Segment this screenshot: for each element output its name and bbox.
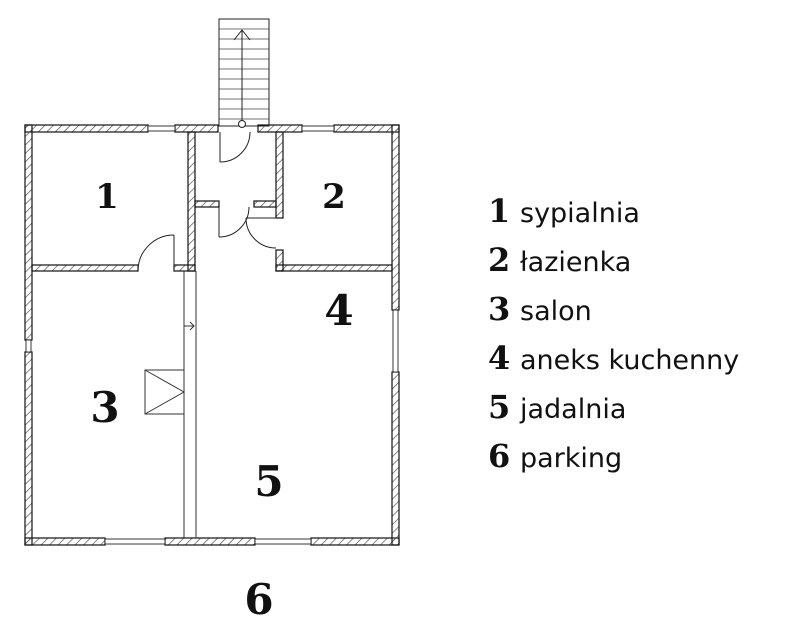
legend-item: 4 aneks kuchenny	[488, 339, 739, 388]
legend-number: 5	[488, 388, 511, 426]
room-number-3: 3	[90, 383, 119, 432]
legend-label: salon	[520, 296, 592, 327]
step-line	[183, 271, 197, 538]
legend-label: parking	[520, 443, 623, 474]
interior-walls	[31, 131, 393, 272]
legend-number: 6	[488, 437, 511, 475]
legend-label: sypialnia	[520, 198, 640, 229]
legend-label: aneks kuchenny	[520, 345, 740, 376]
room-legend: 1 sypialnia 2 łazienka 3 salon 4 aneks kuche…	[488, 192, 739, 486]
room-number-5: 5	[254, 457, 283, 506]
legend-label: jadalnia	[520, 394, 627, 425]
room-number-2: 2	[322, 177, 346, 217]
legend-label: łazienka	[520, 247, 632, 278]
legend-number: 4	[488, 339, 511, 377]
legend-item: 3 salon	[488, 290, 739, 339]
legend-number: 1	[488, 192, 511, 230]
legend-item: 2 łazienka	[488, 241, 739, 290]
doors	[137, 131, 277, 272]
legend-number: 2	[488, 241, 511, 279]
legend-item: 5 jadalnia	[488, 388, 739, 437]
legend-item: 1 sypialnia	[488, 192, 739, 241]
staircase	[218, 18, 270, 128]
room-number-1: 1	[95, 177, 119, 217]
windows	[25, 125, 399, 545]
legend-number: 3	[488, 290, 511, 328]
room-number-6: 6	[244, 575, 273, 624]
legend-item: 6 parking	[488, 437, 739, 486]
exterior-walls	[24, 124, 400, 546]
fireplace	[144, 369, 186, 415]
room-number-4: 4	[324, 286, 353, 335]
